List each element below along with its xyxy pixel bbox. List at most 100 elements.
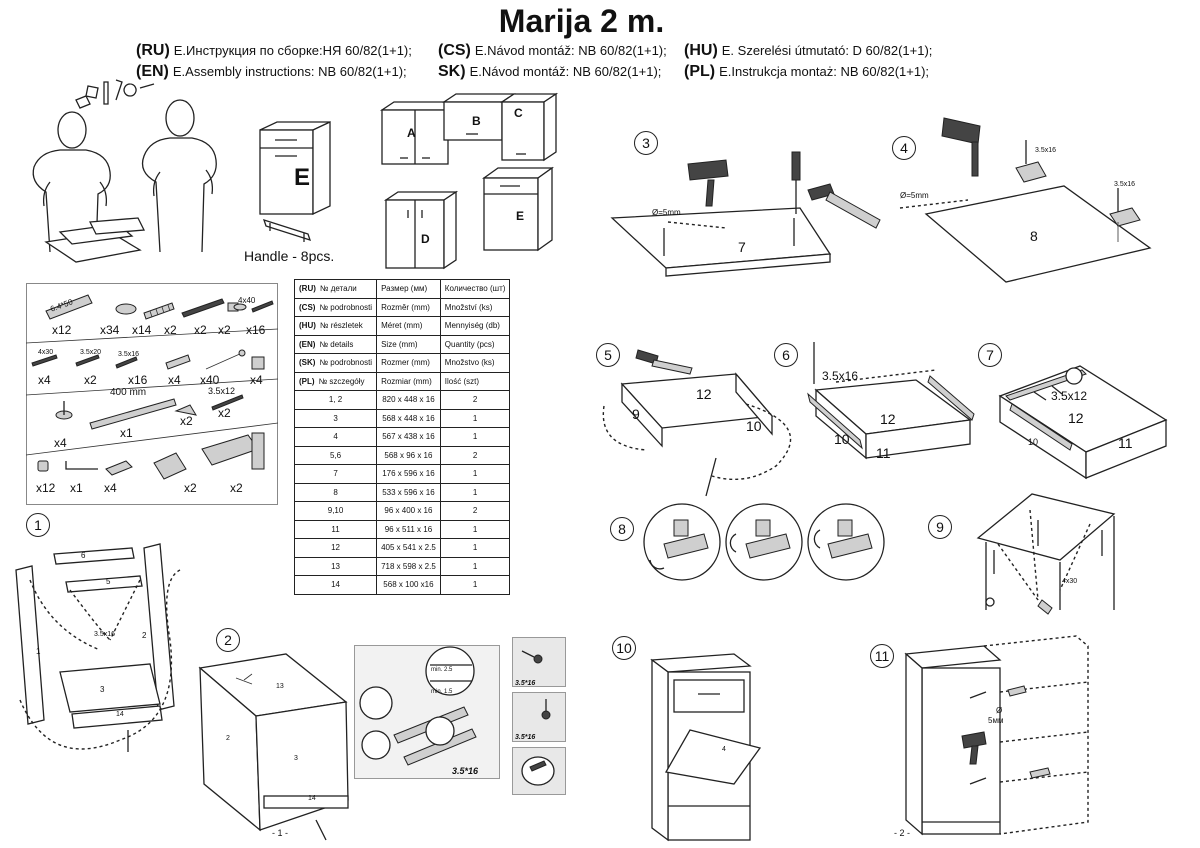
count-cam-lock: x12	[36, 481, 56, 495]
table-cell-qty: 1	[439, 519, 511, 539]
flat-pack-boards-icon	[44, 217, 146, 263]
step-2-number: 2	[216, 628, 240, 652]
count-connector: x4	[250, 373, 263, 387]
instruction-sk: SK)E.Návod montáž: NB 60/82(1+1);	[438, 63, 662, 80]
cap-icon	[115, 303, 137, 315]
step-6-diagram	[807, 342, 975, 460]
table-cell-part: 13	[293, 556, 378, 576]
detail-label-screw: 3.5*16	[452, 766, 479, 776]
drill-icon	[961, 731, 987, 765]
connector-icon	[251, 356, 265, 370]
nail-icon	[205, 349, 246, 370]
leg-foot-icon	[55, 401, 73, 420]
table-cell-part: 8	[293, 482, 378, 502]
step-7-part-10: 10	[1028, 437, 1039, 447]
table-qty-header: Množství (ks)	[439, 297, 511, 317]
step-11-number: 11	[870, 644, 894, 668]
table-cell-part: 1, 2	[293, 390, 378, 410]
step-4-part-8: 8	[1030, 228, 1038, 244]
count-hinge: x2	[230, 481, 243, 495]
step-3-drill-label: Ø=5mm	[652, 208, 681, 217]
handle-count-label: Handle - 8pcs.	[244, 248, 335, 264]
table-cell-part: 4	[293, 427, 378, 447]
table-cell-size: 176 x 596 x 16	[376, 464, 441, 484]
step-6-number: 6	[774, 343, 798, 367]
cabinet-label-d: D	[421, 232, 430, 246]
wall-cabinets-abc	[379, 92, 559, 165]
count-drawer-rail: x1	[120, 426, 133, 440]
table-cell-part: 14	[293, 575, 378, 595]
handle-icon	[262, 218, 312, 242]
detail-label-min-1.5: min. 1.5	[431, 689, 453, 695]
step-5-part-9: 9	[632, 406, 640, 422]
table-cell-size: 567 x 438 x 16	[376, 427, 441, 447]
step-9-screw-label: 4x30	[1062, 578, 1078, 585]
table-qty-header: Ilość (szt)	[439, 371, 511, 391]
table-cell-size: 568 x 100 x16	[376, 575, 441, 595]
step-1-diagram	[15, 543, 181, 752]
count-screw-3.5x20: x2	[84, 373, 97, 387]
table-cell-qty: 1	[439, 482, 511, 502]
table-cell-size: 568 x 448 x 16	[376, 408, 441, 428]
step-7-part-11: 11	[1118, 435, 1133, 451]
document-title: Marija 2 m.	[498, 3, 665, 39]
step-4-number: 4	[892, 136, 916, 160]
table-cell-qty: 2	[439, 390, 511, 410]
screw-detail-label-2: 3.5*16	[515, 734, 536, 741]
table-cell-part: 7	[293, 464, 378, 484]
count-leg-foot: x4	[54, 436, 67, 450]
table-size-header: Rozměr (mm)	[376, 297, 441, 317]
table-cell-size: 820 x 448 x 16	[376, 390, 441, 410]
dowel-icon	[1029, 767, 1051, 779]
table-qty-header: Количество (шт)	[439, 279, 511, 299]
step-1-label-14: 14	[116, 711, 124, 718]
step-7-number: 7	[978, 343, 1002, 367]
drawer-rail-detail-diagram	[359, 646, 477, 766]
step-3-number: 3	[634, 131, 658, 155]
count-hook-rod: x1	[70, 481, 83, 495]
table-cell-qty: 1	[439, 427, 511, 447]
page-number-2: - 2 -	[894, 828, 911, 838]
table-size-header: Size (mm)	[376, 334, 441, 354]
hammer-icon	[807, 183, 881, 229]
step-2-label-14: 14	[308, 795, 316, 802]
table-cell-qty: 1	[439, 538, 511, 558]
step-1-label-3: 3	[100, 685, 105, 694]
table-cell-part: 11	[293, 519, 378, 539]
table-size-header: Размер (мм)	[376, 279, 441, 299]
table-cell-size: 405 x 541 x 2.5	[376, 538, 441, 558]
step-3-part-7: 7	[738, 239, 746, 255]
step-6-part-10: 10	[834, 431, 850, 447]
count-small-cap: x2	[218, 323, 231, 337]
screw-4x40-icon	[251, 300, 274, 313]
step-5-part-10: 10	[746, 418, 762, 434]
screw-3.5x12-label: 3.5x12	[208, 386, 236, 396]
hardware-panel-dividers	[25, 294, 279, 480]
step-1-label-screw: 3.5x16	[94, 631, 116, 638]
step-4-screw-label-1: 3.5x16	[1035, 147, 1057, 154]
screw-3.5x20-label: 3.5x20	[80, 349, 102, 356]
count-bracket: x2	[180, 414, 193, 428]
person-right-icon	[141, 99, 217, 253]
table-part-header: (HU)№ részletek	[293, 316, 378, 336]
cabinet-label-e-large: E	[294, 164, 311, 191]
table-qty-header: Mennyiség (db)	[439, 316, 511, 336]
cabinet-label-e-small: E	[516, 209, 525, 223]
detail-label-min-2.5: min. 2.5	[431, 667, 453, 673]
tools-icon	[75, 79, 155, 109]
hinge-plate-icon	[153, 452, 187, 480]
drill-icon	[687, 159, 729, 207]
rail-length-label: 400 mm	[110, 387, 147, 398]
table-size-header: Rozmiar (mm)	[376, 371, 441, 391]
person-left-icon	[32, 111, 111, 253]
table-cell-part: 5,6	[293, 445, 378, 465]
table-size-header: Méret (mm)	[376, 316, 441, 336]
step-11-drill-label-1: Ø	[996, 706, 1003, 715]
screwdriver-icon	[791, 151, 801, 214]
step-2-label-3: 3	[294, 755, 298, 762]
table-cell-part: 3	[293, 408, 378, 428]
count-hinge-plate: x2	[184, 481, 197, 495]
